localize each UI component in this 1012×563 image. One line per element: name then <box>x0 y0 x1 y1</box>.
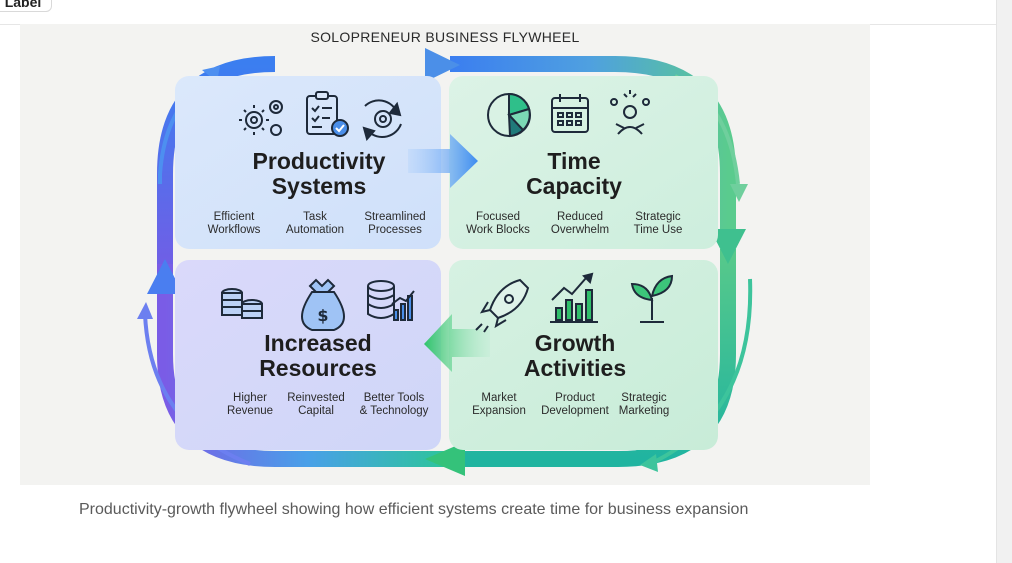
item-line2: Development <box>541 405 609 417</box>
item-strategic-marketing: Strategic Marketing <box>601 392 687 418</box>
flywheel-graphic: $ <box>137 48 753 476</box>
svg-text:$: $ <box>317 306 328 325</box>
item-reinvested-capital: Reinvested Capital <box>273 392 359 418</box>
money-bag-icon: $ <box>301 278 345 331</box>
label-chip-text: Label <box>4 0 42 10</box>
item-efficient-workflows: Efficient Workflows <box>191 211 277 237</box>
scrollbar[interactable] <box>996 0 1012 563</box>
quadrant-title-time: Time Capacity <box>464 149 684 199</box>
inner-arrow-left <box>424 314 490 372</box>
item-focused-work-blocks: Focused Work Blocks <box>455 211 541 237</box>
item-task-automation: Task Automation <box>272 211 358 237</box>
item-line2: Automation <box>285 224 345 236</box>
title-line2: Activities <box>523 355 627 381</box>
item-line2: Processes <box>368 224 422 236</box>
calendar-icon <box>551 94 589 133</box>
person-ideas-icon <box>610 90 650 135</box>
growth-chart-icon <box>550 272 598 323</box>
item-line1: Strategic <box>621 392 667 404</box>
item-line1: Higher <box>233 392 267 404</box>
quadrant-title-productivity: Productivity Systems <box>209 149 429 199</box>
item-line2: Workflows <box>207 224 261 236</box>
title-line2: Systems <box>271 173 367 199</box>
item-line1: Streamlined <box>364 211 426 223</box>
sprout-icon <box>630 274 674 323</box>
title-line1: Increased <box>264 330 372 356</box>
top-bar: Label <box>0 0 996 25</box>
title-line1: Productivity <box>252 148 386 174</box>
item-line1: Product <box>555 392 595 404</box>
title-line2: Capacity <box>526 173 622 199</box>
item-line2: Time Use <box>633 224 683 236</box>
quadrant-title-resources: Increased Resources <box>208 331 428 381</box>
gears-icon <box>239 100 283 136</box>
item-higher-revenue: Higher Revenue <box>207 392 293 418</box>
item-line2: Marketing <box>618 405 670 417</box>
item-reduced-overwhelm: Reduced Overwhelm <box>537 211 623 237</box>
ring-arrowhead-left <box>147 259 183 294</box>
item-market-expansion: Market Expansion <box>456 392 542 418</box>
item-line1: Task <box>303 211 327 223</box>
coin-stack-icon <box>221 288 263 319</box>
flywheel-figure: $ <box>20 24 870 485</box>
ring-arrowhead-right <box>710 229 746 264</box>
item-line2: Work Blocks <box>466 224 530 236</box>
item-line2: Revenue <box>226 405 274 417</box>
title-line1: Time <box>547 148 601 174</box>
item-line1: Strategic <box>635 211 681 223</box>
item-line1: Better Tools <box>363 392 425 404</box>
item-line1: Reinvested <box>287 392 345 404</box>
item-line1: Efficient <box>213 211 255 223</box>
item-product-development: Product Development <box>530 392 620 418</box>
item-line1: Reduced <box>556 211 604 223</box>
figure-caption: Productivity-growth flywheel showing how… <box>79 501 749 518</box>
item-better-tools: Better Tools & Technology <box>350 392 438 418</box>
quadrant-title-growth: Growth Activities <box>465 331 685 381</box>
title-line2: Resources <box>259 355 377 381</box>
title-line1: Growth <box>534 330 616 356</box>
item-line2: Overwhelm <box>550 224 610 236</box>
label-chip[interactable]: Label <box>0 0 52 12</box>
database-chart-icon <box>367 280 415 321</box>
item-line2: Capital <box>298 405 334 417</box>
item-streamlined-processes: Streamlined Processes <box>352 211 438 237</box>
ring-arrowhead-top <box>425 48 460 82</box>
thin-arc-bottom-right <box>649 278 753 466</box>
item-line1: Focused <box>475 211 521 223</box>
item-strategic-time-use: Strategic Time Use <box>615 211 701 237</box>
item-line1: Market <box>481 392 517 404</box>
checklist-icon <box>306 91 349 137</box>
item-line2: Expansion <box>472 405 526 417</box>
ring-arrowhead-bottom <box>425 442 465 476</box>
rocket-icon <box>475 278 530 333</box>
item-line2: & Technology <box>359 405 429 417</box>
thin-arc-bottom-left <box>143 313 251 466</box>
figure-title: SOLOPRENEUR BUSINESS FLYWHEEL <box>310 29 580 45</box>
refresh-gear-icon <box>362 99 402 142</box>
pie-clock-icon <box>487 92 531 138</box>
inner-arrow-right <box>408 134 478 188</box>
